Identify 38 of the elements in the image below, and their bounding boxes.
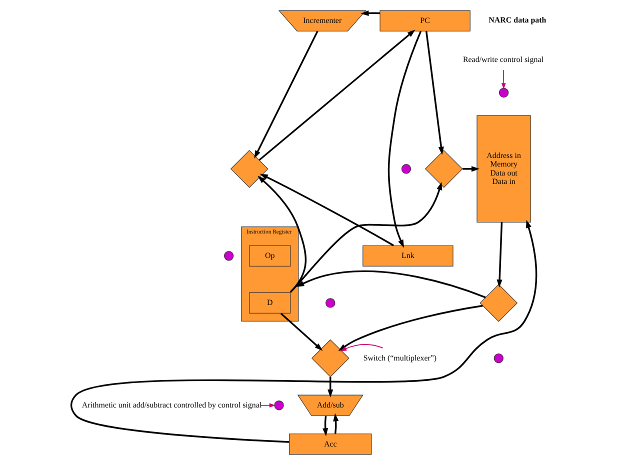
node-box: PC xyxy=(379,10,470,32)
node-box: D xyxy=(248,292,290,314)
node-box: Op xyxy=(248,245,290,266)
node-diamond xyxy=(479,284,518,322)
node-circle xyxy=(493,353,504,364)
arrow xyxy=(387,31,422,248)
node-diamond xyxy=(424,150,462,188)
arrow xyxy=(340,344,383,352)
arrow xyxy=(496,222,502,288)
node-diamond xyxy=(310,339,349,378)
node-circle xyxy=(274,400,284,410)
arrow xyxy=(254,30,318,159)
node-text: Arithmetic unit add/subtract controlled by control signal xyxy=(81,400,262,410)
arrow xyxy=(462,166,480,172)
arrow xyxy=(322,416,328,436)
arrow xyxy=(289,182,442,293)
arrow xyxy=(332,413,338,434)
arrow xyxy=(70,220,537,443)
arrow xyxy=(259,174,394,246)
node-box: Acc xyxy=(288,434,372,455)
node-circle xyxy=(223,251,234,261)
arrow xyxy=(424,31,444,155)
arrow xyxy=(500,70,506,90)
arrow xyxy=(296,270,486,298)
node-text: Switch (“multiplexer”) xyxy=(362,353,436,362)
node-box: Lnk xyxy=(362,245,453,266)
label: NARC data path xyxy=(488,15,546,24)
arrow xyxy=(280,312,322,351)
arrow xyxy=(258,30,415,161)
arrow xyxy=(327,377,333,398)
node-box: Address in Memory Data out Data in xyxy=(476,115,530,223)
node-circle xyxy=(400,164,411,174)
node-text: Read/write control signal xyxy=(462,54,544,64)
node-circle xyxy=(498,88,508,98)
arrow xyxy=(259,403,276,408)
arrow xyxy=(338,304,482,352)
arrow xyxy=(360,10,380,16)
node-circle xyxy=(325,298,335,308)
